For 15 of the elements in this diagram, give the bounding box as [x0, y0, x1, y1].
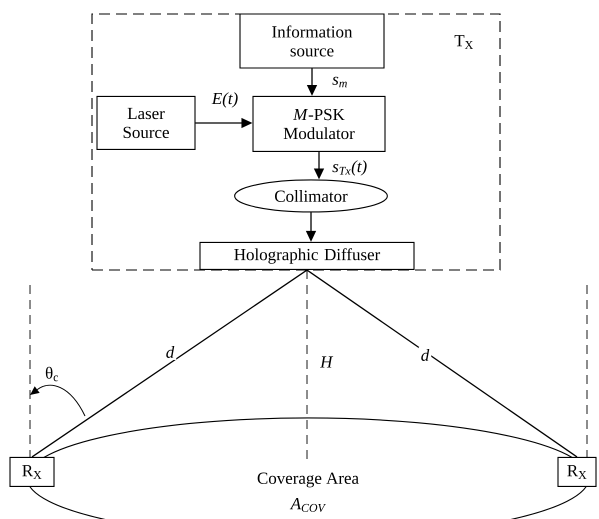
block-box: Laser Source — [96, 96, 196, 150]
block-box: R$_{X}$ — [9, 456, 55, 488]
edge-label: H — [320, 356, 334, 368]
connector-line — [306, 270, 578, 458]
connector-line — [32, 270, 308, 458]
block-box: M-PSK Modulator — [252, 96, 386, 152]
block-box: Holographic Diffuser — [199, 242, 415, 270]
block-box: R$_{X}$ — [557, 456, 597, 488]
edge-label: d — [164, 344, 176, 360]
connector-line — [306, 270, 308, 462]
edge-label: E(t) — [210, 90, 240, 110]
edge-label: s$_{m}$ — [332, 76, 347, 88]
edge-label: s$_{Tx}$(t) — [332, 160, 367, 176]
angle-label: θ$_{c}$ — [46, 366, 58, 382]
edge-label: d — [418, 347, 432, 363]
